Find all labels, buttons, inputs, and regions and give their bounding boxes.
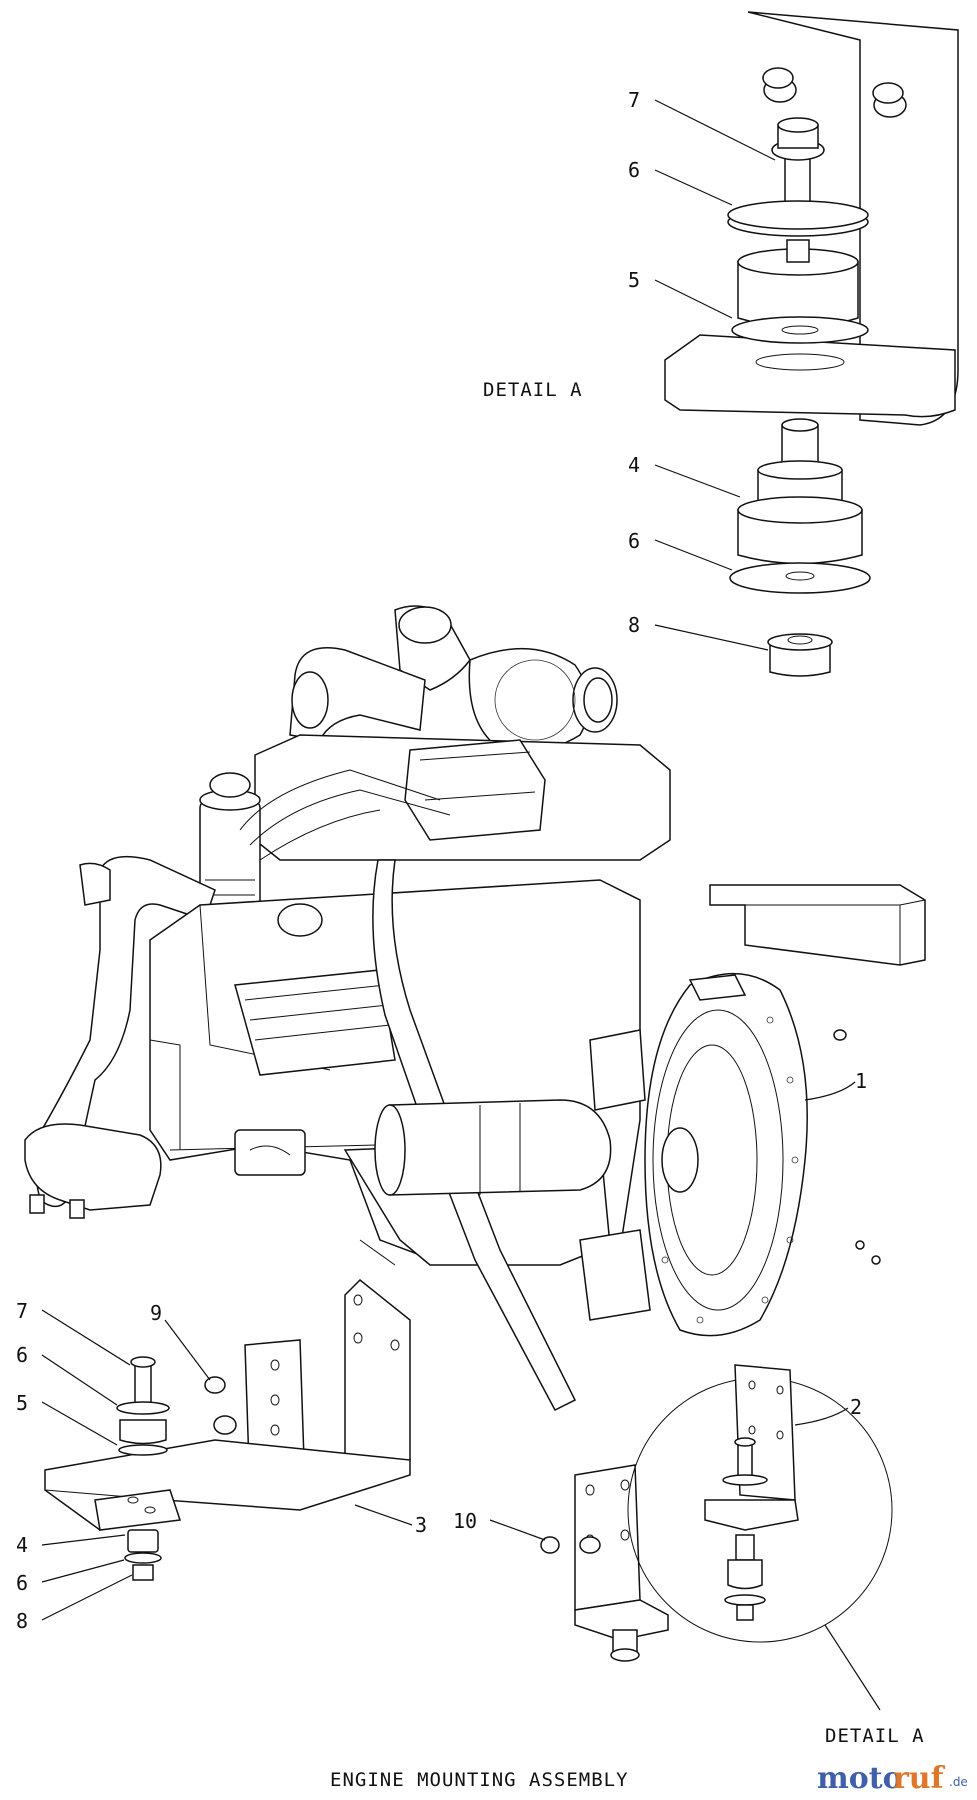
watermark-part-b: ruf — [893, 1761, 946, 1796]
intake-opening — [291, 671, 329, 729]
detail-a-exploded-view — [654, 11, 959, 677]
plate-stud — [762, 67, 797, 103]
flange-nut — [767, 633, 833, 677]
callout-label: 4 — [628, 453, 640, 477]
leader-line — [489, 1519, 546, 1541]
oil-pan-edge — [359, 1239, 396, 1266]
leader-line — [654, 279, 733, 319]
diagram-title: ENGINE MOUNTING ASSEMBLY — [330, 1769, 629, 1791]
mini-mount-stack — [722, 1437, 768, 1621]
washer-hole — [785, 571, 815, 581]
callout-label: 6 — [16, 1343, 28, 1367]
callout-label: 7 — [16, 1299, 28, 1323]
leader-line — [41, 1534, 126, 1546]
bracket-bolt — [579, 1536, 601, 1554]
rubber-mount-upper — [737, 239, 859, 328]
engine-assembly — [24, 605, 926, 1411]
watermark-logo: moto ruf .de — [817, 1761, 968, 1796]
plate-stud — [872, 82, 907, 118]
callout-label: 4 — [16, 1533, 28, 1557]
leader-line — [824, 1624, 881, 1711]
flat-washer-lower — [729, 562, 871, 594]
fuel-line — [239, 769, 451, 861]
bracket-hole — [127, 1294, 400, 1514]
rubber-mount-lower — [737, 418, 863, 565]
rear-mount-plate — [579, 1229, 651, 1321]
bracket-foot-tab — [94, 1489, 182, 1531]
leader-line — [794, 1407, 849, 1426]
cover-ridge — [419, 751, 536, 801]
water-pump-elbow — [24, 1123, 162, 1211]
right-mount-bracket — [489, 1464, 669, 1662]
detail-a-heading: DETAIL A — [483, 379, 583, 401]
callout-label: 6 — [628, 158, 640, 182]
callout-label: 8 — [628, 613, 640, 637]
foot-hole — [755, 353, 845, 371]
bracket-lower-stud — [610, 1629, 640, 1662]
callout-label: 5 — [628, 268, 640, 292]
callout-label: 6 — [16, 1571, 28, 1595]
flywheel-bolt-circle — [661, 1016, 799, 1324]
starter-motor — [374, 1099, 612, 1196]
leader-line — [41, 1574, 133, 1621]
watermark-suffix: .de — [949, 1775, 968, 1789]
rear-mount-plate — [589, 1029, 646, 1111]
callout-label: 5 — [16, 1391, 28, 1415]
mount-washer — [731, 316, 869, 344]
loose-bolt — [540, 1536, 560, 1554]
bracket-rear-wall — [344, 1278, 411, 1476]
leader-line — [41, 1309, 131, 1366]
leader-line — [164, 1319, 211, 1381]
rocker-cover — [404, 739, 546, 841]
bracket-hole — [748, 1380, 784, 1440]
watermark-part-a: moto — [817, 1761, 903, 1796]
detail-a-bottom-heading: DETAIL A — [825, 1725, 925, 1747]
bracket-foot — [574, 1599, 669, 1641]
detail-bracket-foot — [664, 334, 956, 418]
callout-label: 3 — [415, 1513, 427, 1537]
leader-line — [654, 464, 741, 498]
loose-nut — [855, 1240, 865, 1250]
left-mount-stack — [116, 1356, 170, 1581]
dipstick-tube — [372, 859, 577, 1411]
leader-line — [804, 1081, 856, 1101]
loose-nut — [833, 1029, 847, 1041]
bracket-bolt — [204, 1376, 237, 1435]
leader-line — [41, 1559, 125, 1583]
leader-line — [41, 1354, 118, 1406]
injection-pump — [234, 903, 396, 1176]
turbocharger — [394, 605, 618, 752]
heat-shield-edge — [710, 899, 926, 965]
leader-line — [654, 539, 733, 571]
washer-hole — [781, 325, 819, 335]
mini-bracket-foot — [704, 1499, 799, 1531]
hose-fitting — [29, 1194, 85, 1219]
leader-line — [654, 99, 776, 161]
leader-line — [354, 1504, 413, 1526]
callout-label: 10 — [453, 1509, 477, 1533]
detail-a-circle — [627, 1364, 893, 1711]
hose-clamp — [79, 862, 111, 906]
flat-washer — [727, 200, 869, 237]
callout-label: 7 — [628, 88, 640, 112]
coolant-hose — [29, 855, 216, 1208]
heat-shield — [709, 884, 926, 966]
callout-label: 8 — [16, 1609, 28, 1633]
leader-line — [654, 169, 733, 206]
loose-nut — [871, 1255, 881, 1265]
callout-label: 6 — [628, 529, 640, 553]
left-mount-bracket — [41, 1278, 413, 1621]
callout-label: 9 — [150, 1301, 162, 1325]
leader-line — [654, 624, 769, 651]
leader-line — [41, 1401, 118, 1446]
flywheel-housing — [644, 972, 808, 1337]
callout-label: 2 — [850, 1395, 862, 1419]
callout-label: 1 — [855, 1069, 867, 1093]
